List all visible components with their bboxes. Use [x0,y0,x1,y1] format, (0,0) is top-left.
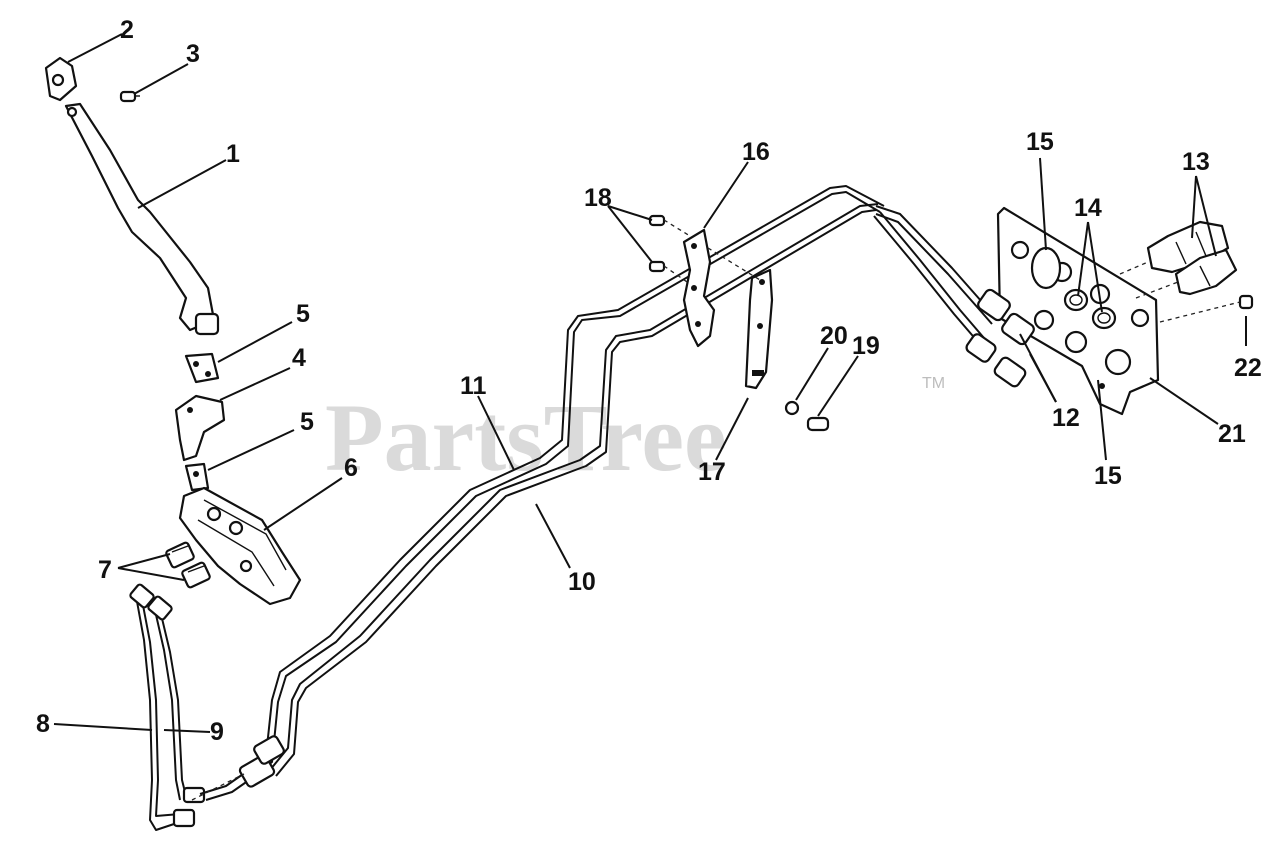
part-2-handle-knob[interactable] [44,56,78,102]
part-12-elbow-fittings[interactable] [965,288,1036,388]
part-17-support-strap[interactable] [744,268,774,390]
part-10-11-long-tubes[interactable] [191,185,997,801]
part-20-nut[interactable] [784,400,800,416]
part-3-screw[interactable] [119,90,140,103]
leader-lines [53,33,1247,733]
part-6-control-valve[interactable] [178,486,302,606]
callout-labels: 2 3 1 5 4 5 6 7 8 9 11 10 16 18 17 20 19… [36,16,1262,746]
part-4-bracket[interactable] [174,394,226,462]
callout-19: 19 [852,332,880,360]
callout-11: 11 [460,372,487,400]
callout-2: 2 [120,16,134,44]
callout-21: 21 [1218,420,1246,448]
callout-18: 18 [584,184,612,212]
callout-8: 8 [36,710,50,738]
part-5-link-lower[interactable] [184,462,210,492]
part-18-screws[interactable] [648,214,691,285]
part-14-retaining-rings[interactable] [1063,288,1117,330]
callout-1: 1 [226,140,240,168]
callout-4: 4 [292,344,306,372]
watermark-trademark: TM [922,375,945,392]
callout-9: 9 [210,718,224,746]
callout-3: 3 [186,40,200,68]
part-8-9-hydraulic-tubes[interactable] [129,583,206,831]
callout-17: 17 [698,458,726,486]
watermark-text: PartsTree [325,384,727,491]
callout-6: 6 [344,454,358,482]
part-5-link-upper[interactable] [184,352,220,384]
callout-5-lower: 5 [300,408,314,436]
callout-5-upper: 5 [296,300,310,328]
callout-15-upper: 15 [1026,128,1054,156]
callout-10: 10 [568,568,596,596]
callout-16: 16 [742,138,770,166]
part-1-control-lever[interactable] [64,102,220,336]
callout-22: 22 [1234,354,1262,382]
part-22-screw[interactable] [1159,294,1254,323]
part-7-fittings[interactable] [165,541,211,589]
part-16-tube-bracket[interactable] [682,228,716,348]
callout-20: 20 [820,322,848,350]
callout-14: 14 [1074,194,1102,222]
callout-12: 12 [1052,404,1080,432]
part-21-coupler-plate[interactable] [996,206,1160,416]
part-19-screw[interactable] [806,416,830,432]
callout-15-lower: 15 [1094,462,1122,490]
callout-7: 7 [98,556,112,584]
callout-13: 13 [1182,148,1210,176]
part-13-quick-couplers[interactable] [1119,220,1238,299]
